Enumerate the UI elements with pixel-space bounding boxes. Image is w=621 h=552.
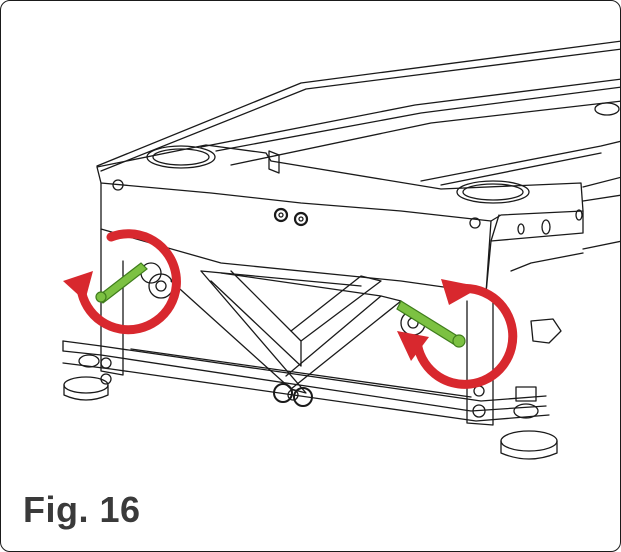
right-post: [466, 300, 494, 426]
lever-right: [396, 300, 466, 348]
front-face: [100, 182, 492, 294]
rotate-arrow-icon-left: [76, 229, 181, 335]
cylinder-left: [146, 145, 216, 169]
rotate-arrow-head-left: [63, 271, 93, 301]
lever-left: [95, 262, 148, 304]
rotate-arrow-icon-right: [412, 283, 518, 389]
cylinder-right: [456, 180, 530, 204]
figure-label: Fig. 16: [23, 489, 141, 530]
rotate-arrow-head-right: [441, 279, 481, 305]
foot-right: [500, 430, 558, 452]
top-plate: [96, 144, 584, 222]
foot-left: [63, 376, 109, 394]
scissor-linkage: [170, 270, 402, 394]
beam-rails: [96, 40, 620, 250]
